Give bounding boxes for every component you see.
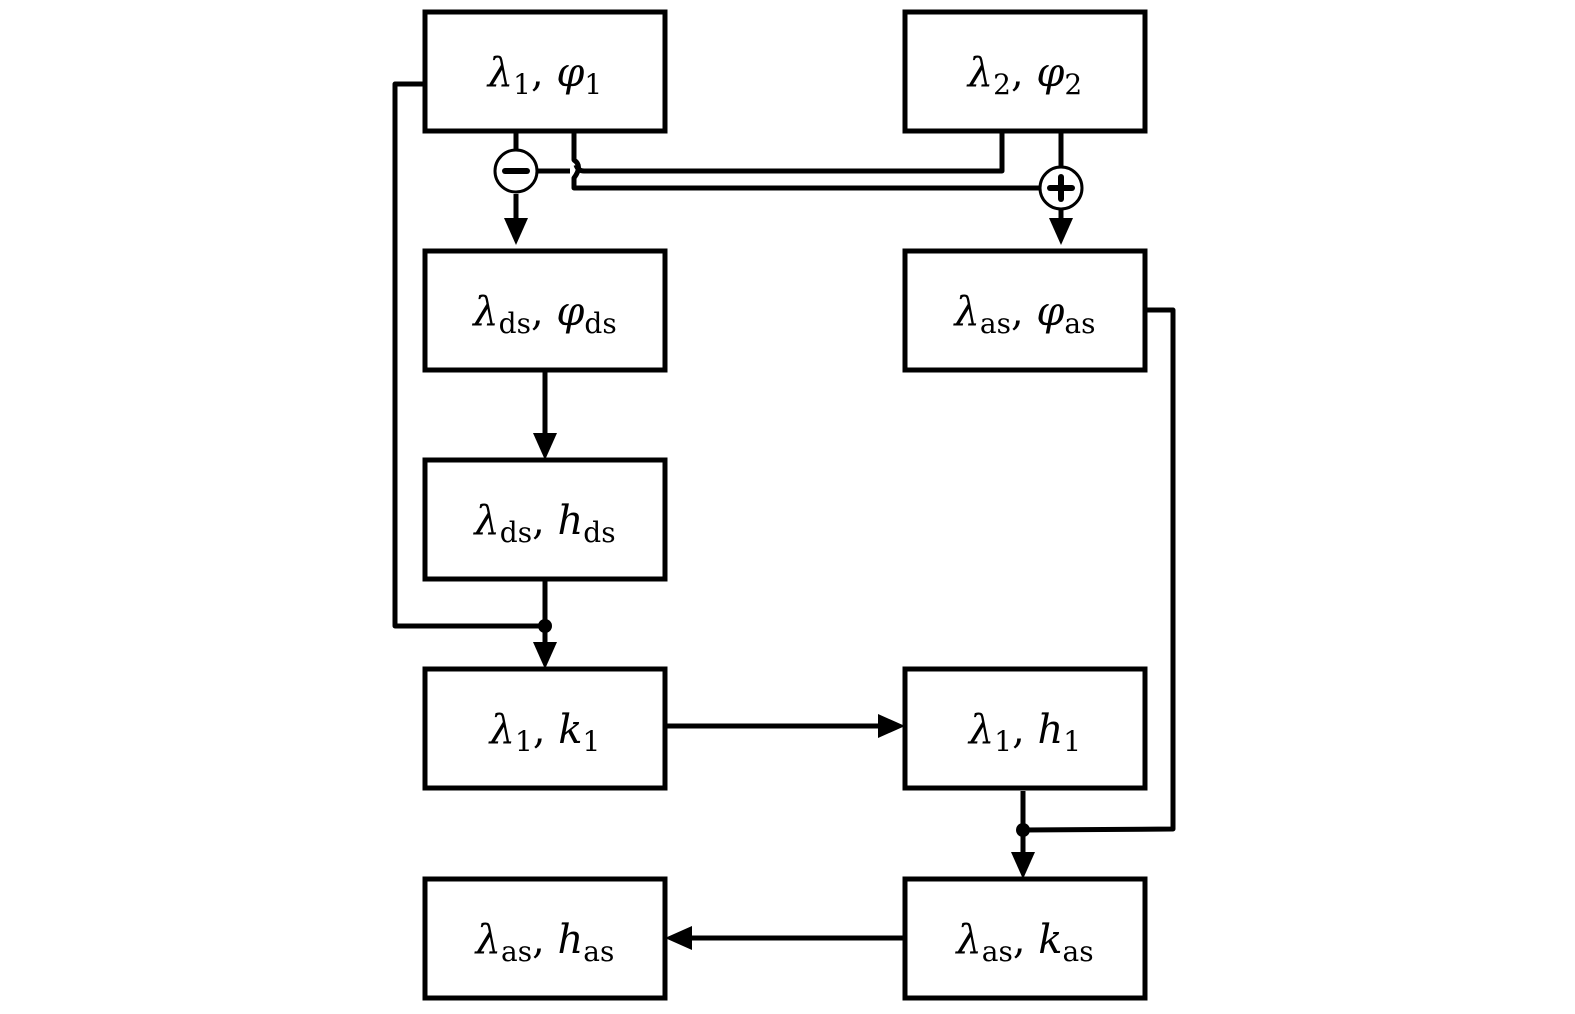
node-label: λ1, h1	[967, 707, 1081, 758]
node-lambda-as-k-as: λas, kas	[902, 876, 1148, 1001]
wire-nasphi-to-nask	[1022, 307, 1176, 833]
node-lambda1-h1: λ1, h1	[902, 666, 1148, 791]
node-lambda-ds-phi-ds: λds, φds	[422, 248, 668, 373]
junction-dot-n1k	[538, 619, 552, 633]
node-lambda1-phi1: λ1, φ1	[422, 9, 668, 134]
arrowhead-to-nash	[665, 926, 692, 950]
add-operator	[1038, 165, 1084, 211]
wire-n1-to-plus	[571, 132, 1040, 191]
node-label: λ1, φ1	[486, 50, 602, 101]
node-label: λds, φds	[471, 289, 616, 340]
node-label: λas, φas	[953, 289, 1096, 340]
arrowhead-to-ndsh	[533, 433, 557, 460]
arrowhead-to-nasphi	[1049, 218, 1073, 245]
node-label: λas, has	[474, 917, 615, 968]
arrowhead-to-nask	[1011, 852, 1035, 879]
node-lambda-as-h-as: λas, has	[422, 876, 668, 1001]
node-lambda-as-phi-as: λas, φas	[902, 248, 1148, 373]
wire-n1-to-n1k	[392, 81, 545, 629]
node-lambda-ds-h-ds: λds, hds	[422, 457, 668, 582]
arrowhead-to-n1h	[878, 714, 905, 738]
wire-n2-to-minus	[584, 132, 1005, 174]
arrowhead-to-n1k	[533, 642, 557, 669]
node-label: λas, kas	[954, 917, 1093, 968]
node-label: λds, hds	[472, 498, 615, 549]
node-label: λ2, φ2	[966, 50, 1082, 101]
arrowhead-to-ndsphi	[504, 218, 528, 245]
junction-dot-nask	[1016, 823, 1030, 837]
arrowheads	[504, 218, 1073, 950]
node-label: λ1, k1	[488, 707, 601, 758]
node-lambda1-k1: λ1, k1	[422, 666, 668, 791]
node-lambda2-phi2: λ2, φ2	[902, 9, 1148, 134]
subtract-operator	[493, 148, 539, 194]
